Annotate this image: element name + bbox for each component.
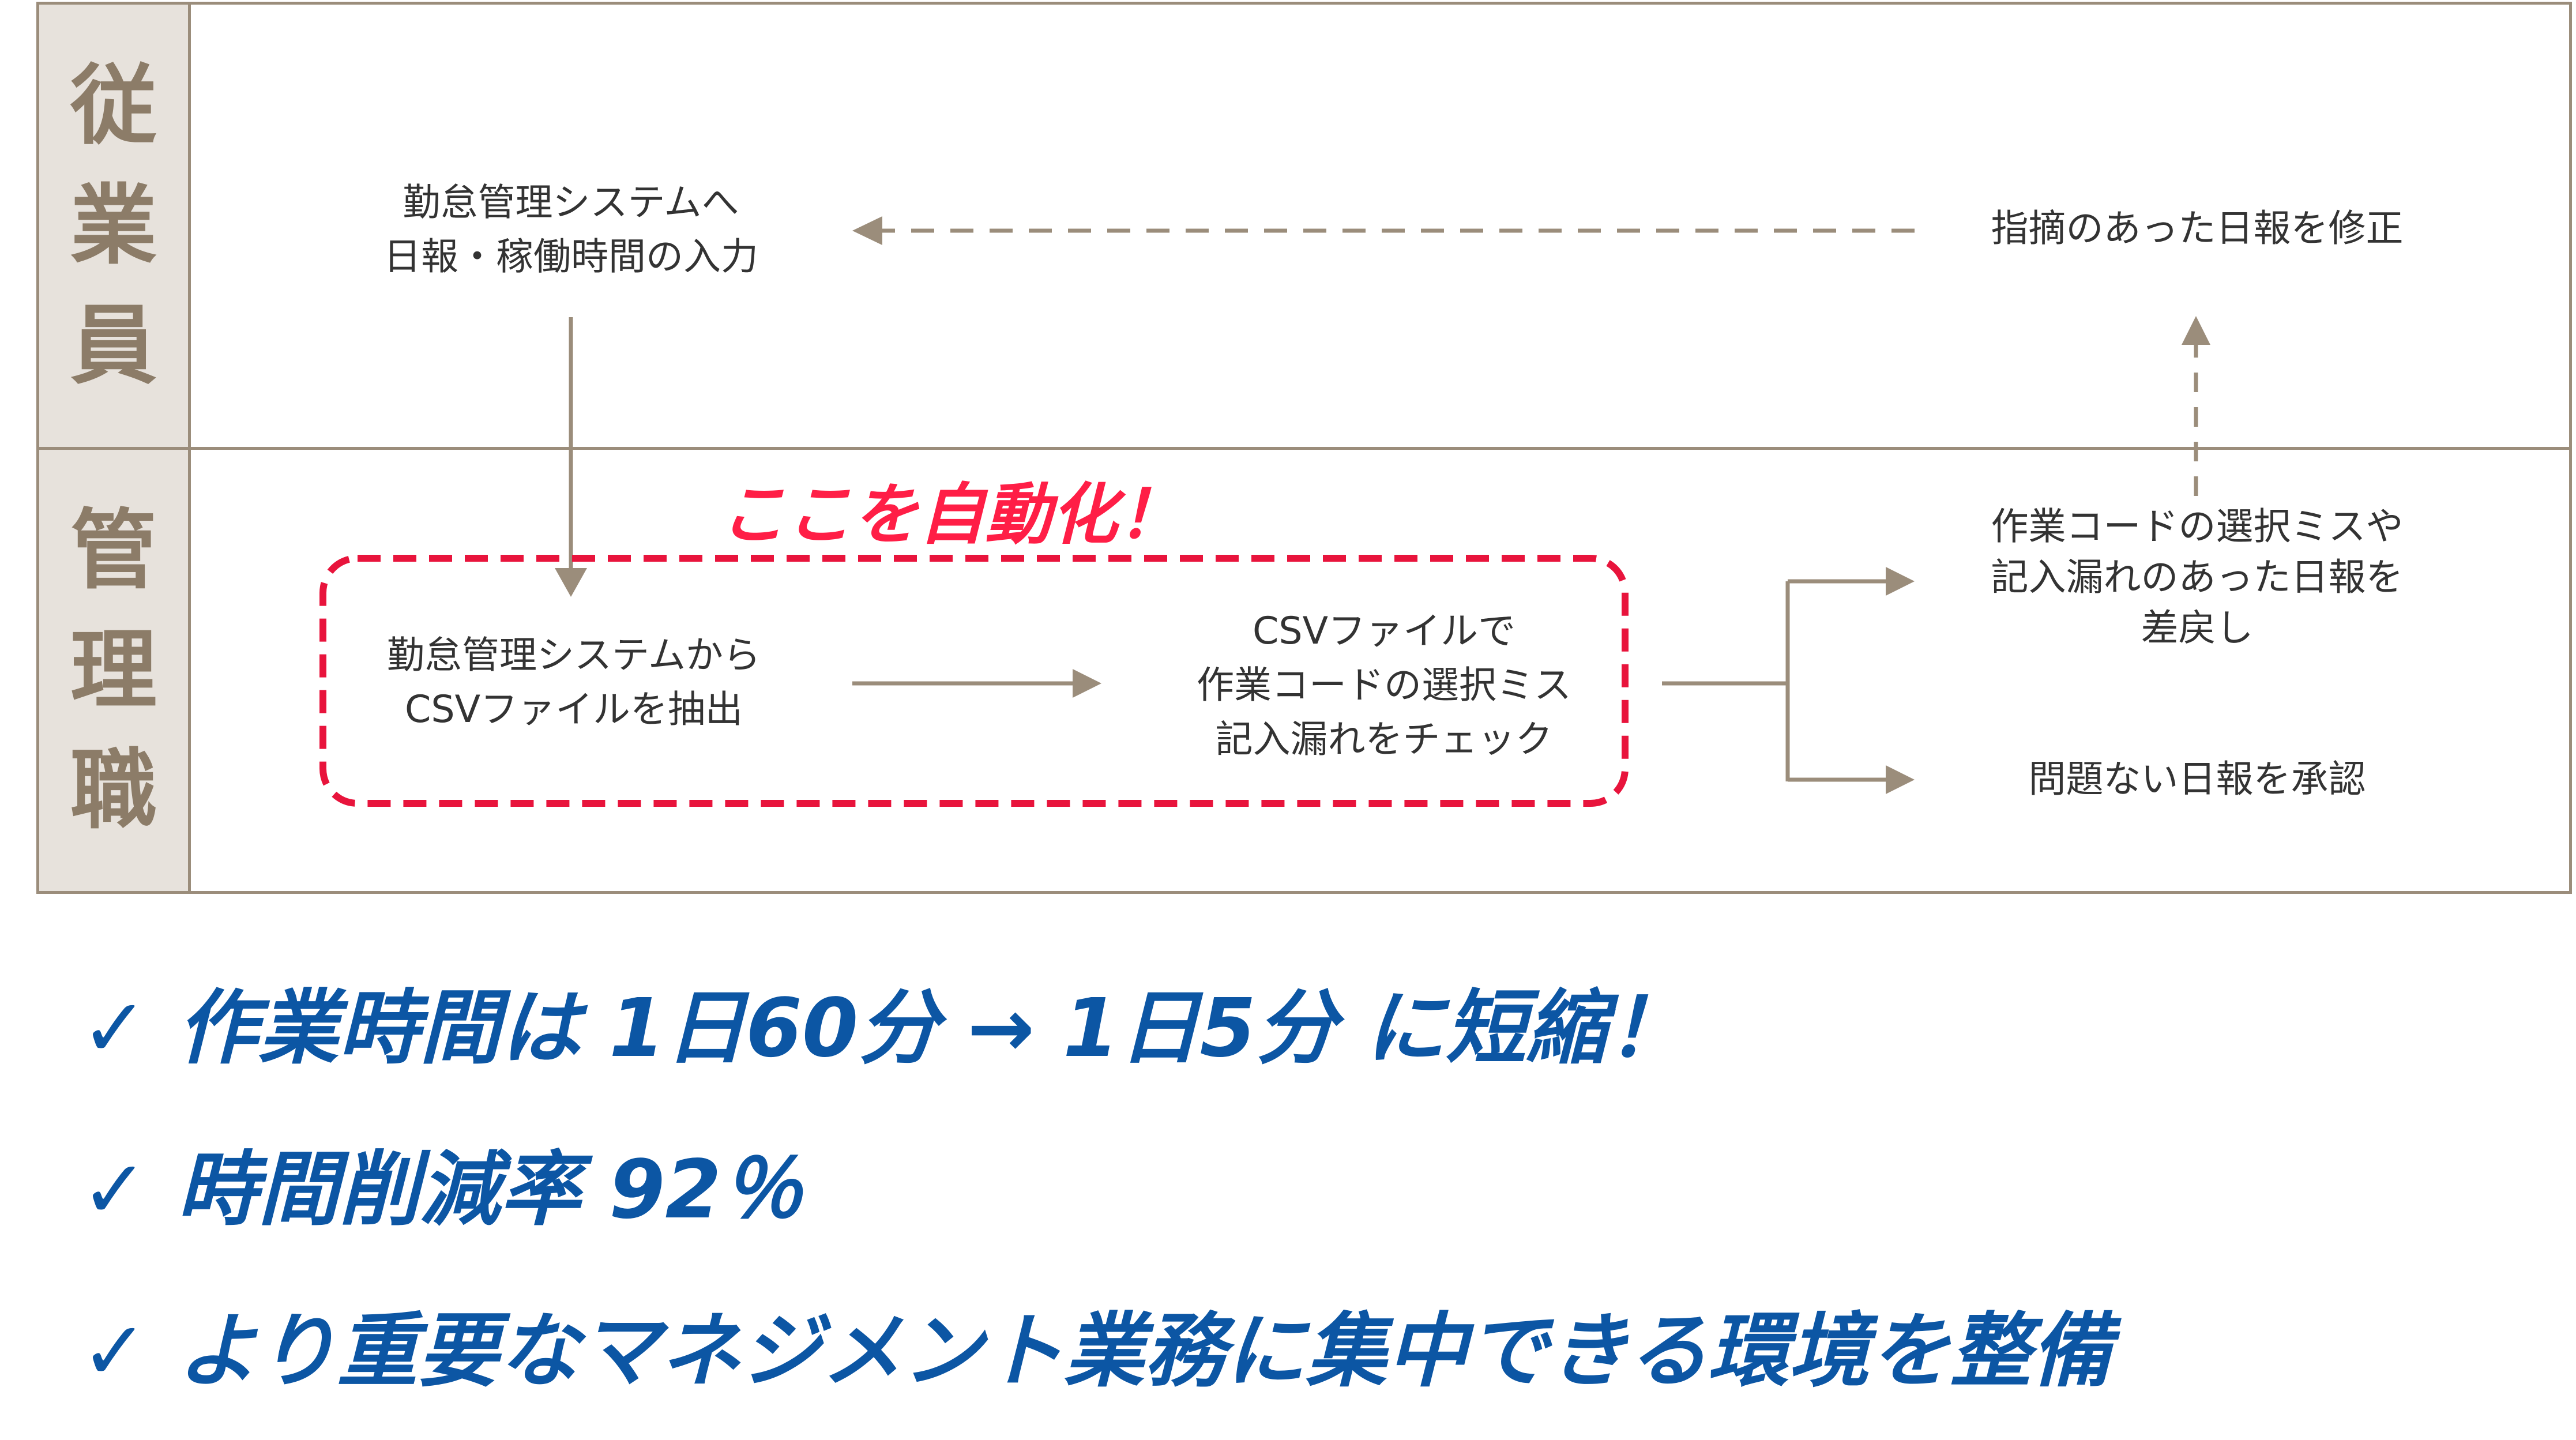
node-text-line: 記入漏れのあった日報を (1991, 556, 2404, 599)
node-text-line: 差戻し (2141, 607, 2254, 650)
node-text-line: 記入漏れをチェック (1215, 718, 1553, 761)
check-icon: ✓ (81, 1304, 149, 1398)
node-text-line: CSVファイルを抽出 (404, 688, 743, 731)
node-manager-approve: 問題ない日報を承認 (1926, 753, 2468, 807)
result-text: 時間削減率 92％ (177, 1143, 802, 1237)
result-item: ✓ より重要なマネジメント業務に集中できる環境を整備 (81, 1286, 2112, 1403)
node-employee-fix: 指摘のあった日報を修正 (1920, 202, 2474, 256)
automation-highlight-box (319, 555, 1629, 807)
node-text-line: CSVファイルで (1252, 610, 1516, 653)
result-text: より重要なマネジメント業務に集中できる環境を整備 (177, 1304, 2112, 1398)
node-manager-return: 作業コードの選択ミスや 記入漏れのあった日報を 差戻し (1926, 502, 2468, 654)
node-text-line: 作業コードの選択ミスや (1991, 505, 2404, 548)
flow-connectors (319, 216, 2210, 807)
arrowhead (1886, 567, 1915, 596)
lane-divider (36, 447, 2572, 450)
lane-label-char: 員 (70, 295, 157, 396)
node-text-line: 作業コードの選択ミス (1196, 664, 1571, 707)
automation-callout: ここを自動化！ (720, 476, 1184, 554)
result-item: ✓ 作業時間は 1日60分 → 1日5分 に短縮！ (81, 963, 1688, 1080)
arrowhead (852, 216, 882, 245)
check-icon: ✓ (81, 1143, 149, 1237)
lane-header-manager: 管 理 職 (39, 450, 191, 891)
lane-label-char: 従 (70, 55, 157, 156)
node-text-line: 指摘のあった日報を修正 (1991, 207, 2404, 250)
result-item: ✓ 時間削減率 92％ (81, 1125, 802, 1241)
lane-header-employee: 従 業 員 (39, 5, 191, 447)
arrowhead (2182, 316, 2210, 345)
check-icon: ✓ (81, 982, 149, 1076)
arrowhead (555, 568, 587, 597)
lane-label-char: 理 (70, 620, 157, 721)
lane-label-char: 業 (70, 175, 157, 276)
node-text-line: 日報・稼働時間の入力 (383, 235, 758, 279)
node-text-line: 問題ない日報を承認 (2028, 758, 2366, 801)
lane-label-char: 職 (70, 740, 157, 841)
node-text-line: 勤怠管理システムへ (403, 181, 739, 224)
result-text: 作業時間は 1日60分 → 1日5分 に短縮！ (177, 982, 1688, 1076)
lane-label-char: 管 (70, 500, 157, 601)
node-manager-check: CSVファイルで 作業コードの選択ミス 記入漏れをチェック (1153, 604, 1615, 767)
arrowhead (1886, 765, 1915, 794)
node-manager-extract: 勤怠管理システムから CSVファイルを抽出 (334, 629, 813, 737)
node-employee-input: 勤怠管理システムへ 日報・稼働時間の入力 (340, 176, 802, 284)
arrowhead (1073, 669, 1101, 698)
node-text-line: 勤怠管理システムから (386, 634, 761, 677)
